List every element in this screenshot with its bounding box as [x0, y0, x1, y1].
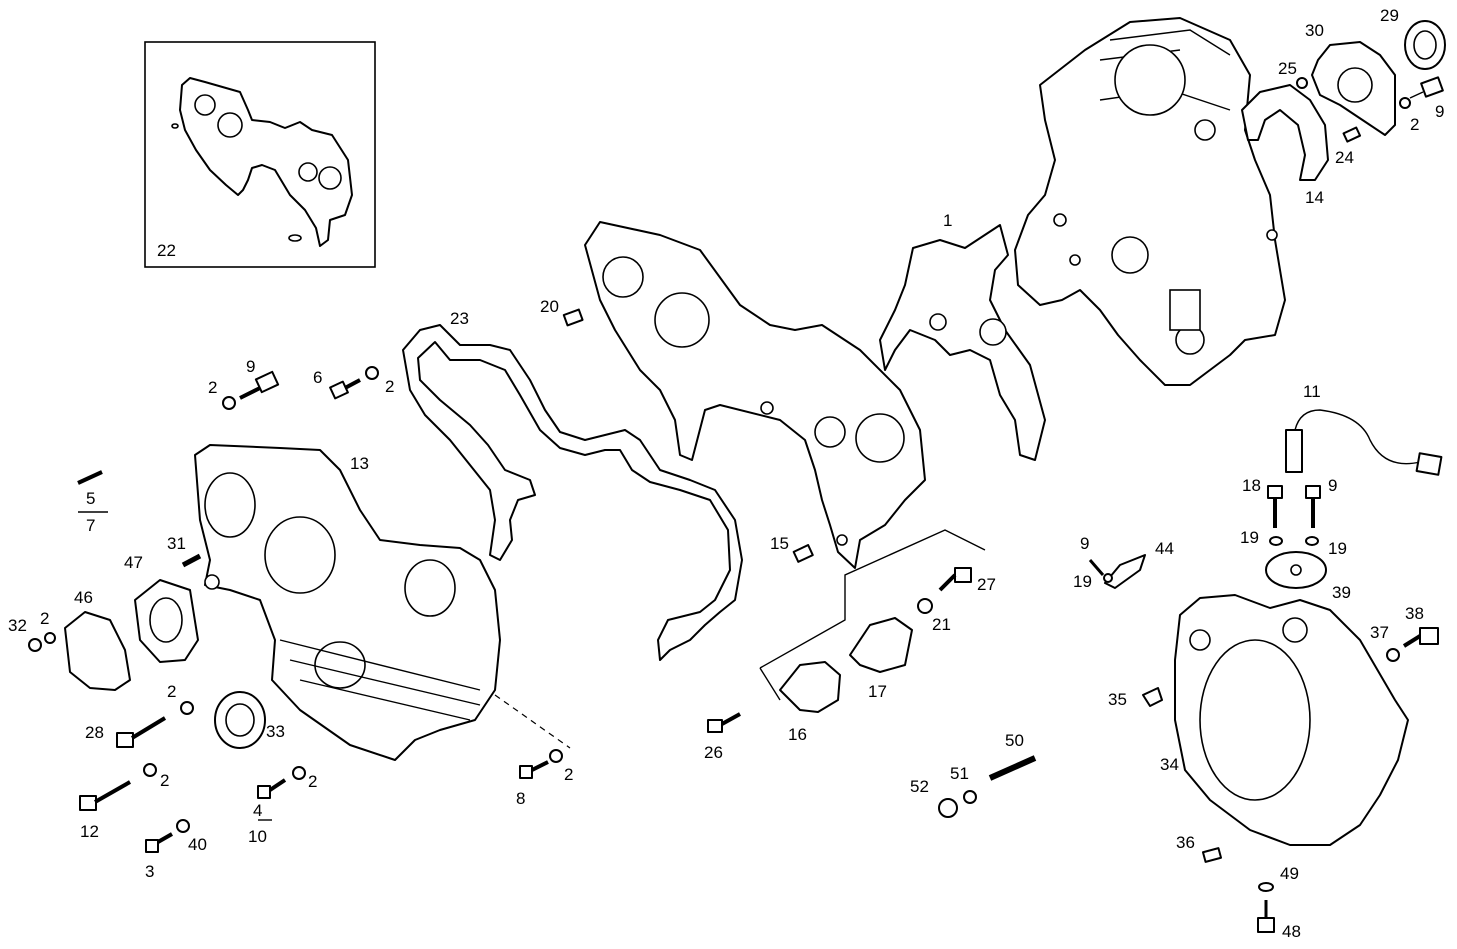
gasket-23	[402, 324, 743, 661]
callout-30: 30	[1305, 21, 1324, 40]
cover-plate-39	[1265, 551, 1327, 589]
callout-36: 36	[1176, 833, 1195, 852]
callout-22: 22	[157, 241, 176, 260]
fasteners	[28, 308, 1439, 933]
timing-cover-13	[194, 444, 571, 761]
callout-19-b: 19	[1328, 539, 1347, 558]
callout-24: 24	[1335, 148, 1354, 167]
callout-17: 17	[868, 682, 887, 701]
flywheel-housing-34	[1174, 594, 1409, 846]
callout-46: 46	[74, 588, 93, 607]
callout-44: 44	[1155, 539, 1174, 558]
callout-9-18: 9	[1328, 476, 1337, 495]
rear-seal-gasket-14	[1241, 84, 1329, 181]
callout-18: 18	[1242, 476, 1261, 495]
callout-2-top-right: 2	[1410, 115, 1419, 134]
callout-23: 23	[450, 309, 469, 328]
callout-2-8: 2	[564, 765, 573, 784]
callout-10: 10	[248, 827, 267, 846]
callout-47: 47	[124, 553, 143, 572]
small-parts-top-right	[1296, 76, 1444, 143]
cover-plate-46	[64, 611, 131, 691]
callout-8: 8	[516, 789, 525, 808]
gasket-47	[134, 579, 199, 663]
callout-2-left: 2	[208, 378, 217, 397]
callout-5: 5	[86, 489, 95, 508]
callout-37: 37	[1370, 623, 1389, 642]
callout-52: 52	[910, 777, 929, 796]
callout-11: 11	[1303, 382, 1321, 401]
oil-seal-33	[214, 691, 266, 749]
sensor-11	[1285, 409, 1443, 476]
plate-1	[879, 224, 1046, 461]
callout-19-a: 19	[1240, 528, 1259, 547]
callout-9-44: 9	[1080, 534, 1089, 553]
inset-frame-22	[144, 41, 376, 268]
callout-40: 40	[188, 835, 207, 854]
callout-labels: 22 23 20 1 29 30 25 2 9 24 14 9 2 6 2 13…	[8, 6, 1444, 941]
callout-12: 12	[80, 822, 99, 841]
callout-21: 21	[932, 615, 951, 634]
callout-7: 7	[86, 516, 95, 535]
callout-20: 20	[540, 297, 559, 316]
callout-1: 1	[943, 211, 952, 230]
callout-32: 32	[8, 616, 27, 635]
callout-6: 6	[313, 368, 322, 387]
callout-29: 29	[1380, 6, 1399, 25]
callout-31: 31	[167, 534, 186, 553]
callout-2-12: 2	[160, 771, 169, 790]
callout-35: 35	[1108, 690, 1127, 709]
callout-16: 16	[788, 725, 807, 744]
callout-3: 3	[145, 862, 154, 881]
engine-block	[1014, 17, 1286, 386]
callout-25: 25	[1278, 59, 1297, 78]
callout-2-six: 2	[385, 377, 394, 396]
callout-33: 33	[266, 722, 285, 741]
callout-14: 14	[1305, 188, 1324, 207]
callout-50: 50	[1005, 731, 1024, 750]
callout-39: 39	[1332, 583, 1351, 602]
oil-seal-29	[1404, 20, 1446, 70]
callout-15: 15	[770, 534, 789, 553]
callout-9-left: 9	[246, 357, 255, 376]
callout-2-28: 2	[167, 682, 176, 701]
bracket-16	[779, 661, 841, 713]
bracket-17	[849, 617, 913, 673]
callout-27: 27	[977, 575, 996, 594]
timing-plate	[584, 221, 926, 569]
callout-19-c: 19	[1073, 572, 1092, 591]
callout-4: 4	[253, 801, 262, 820]
callout-26: 26	[704, 743, 723, 762]
callout-13: 13	[350, 454, 369, 473]
callout-49: 49	[1280, 864, 1299, 883]
callout-9-top-right: 9	[1435, 102, 1444, 121]
callout-2-32: 2	[40, 609, 49, 628]
callout-48: 48	[1282, 922, 1301, 941]
callout-34: 34	[1160, 755, 1179, 774]
callout-51: 51	[950, 764, 969, 783]
callout-28: 28	[85, 723, 104, 742]
leader-lines	[78, 511, 986, 821]
callout-2-4: 2	[308, 772, 317, 791]
rear-seal-plate-30	[1311, 41, 1396, 136]
callout-38: 38	[1405, 604, 1424, 623]
